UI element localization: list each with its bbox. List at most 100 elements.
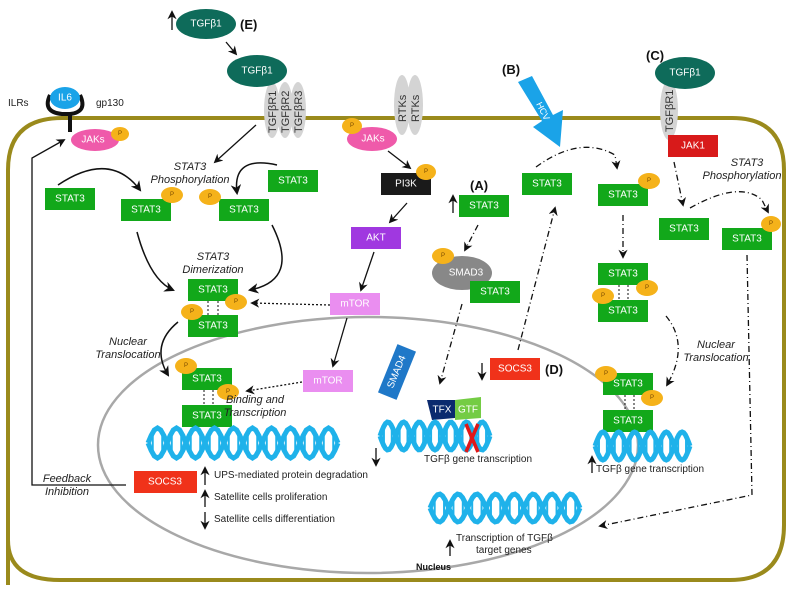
il6-ligand bbox=[50, 87, 80, 109]
dna-strand bbox=[145, 425, 341, 461]
stat3-c: STAT3 bbox=[659, 218, 709, 240]
stat3-dimer-b: STAT3 STAT3 P P bbox=[592, 263, 658, 322]
pi3k: PI3K P bbox=[381, 164, 436, 195]
nuclear-label-right-2: Translocation bbox=[683, 352, 748, 364]
tgfbr1-c: TGFβR1 bbox=[660, 80, 678, 140]
svg-text:TGFβR2: TGFβR2 bbox=[280, 91, 292, 133]
svg-text:TGFβ1: TGFβ1 bbox=[241, 66, 273, 77]
stat3-b-phosphorylated: STAT3 P bbox=[598, 173, 660, 206]
dna-target-genes bbox=[427, 491, 583, 525]
tag-e: (E) bbox=[240, 17, 257, 32]
ilrs-label: ILRs bbox=[8, 98, 29, 109]
svg-text:JAK1: JAK1 bbox=[681, 141, 705, 152]
jaks-rtk: JAKs P bbox=[342, 118, 397, 151]
svg-text:STAT3: STAT3 bbox=[532, 179, 562, 190]
nuclear-label-left-2: Translocation bbox=[95, 349, 160, 361]
phosphorylation-label-1: STAT3 bbox=[174, 161, 207, 173]
svg-text:TGFβR1: TGFβR1 bbox=[664, 90, 676, 132]
gtf: GTF bbox=[455, 397, 481, 420]
tag-a: (A) bbox=[470, 178, 488, 193]
mtor-nucleus: mTOR bbox=[303, 370, 353, 392]
svg-text:P: P bbox=[441, 253, 445, 259]
dna-strand bbox=[377, 419, 493, 453]
tgfb1-ligand-e-bound: TGFβ1 bbox=[227, 55, 287, 87]
phosphorylation-label-c-2: Phosphorylation bbox=[703, 170, 782, 182]
socs3-left: SOCS3 bbox=[134, 471, 197, 493]
svg-text:STAT3: STAT3 bbox=[608, 190, 638, 201]
svg-text:STAT3: STAT3 bbox=[229, 205, 259, 216]
stat3-unphosphorylated-left: STAT3 bbox=[45, 188, 95, 210]
phosphorylation-label-c-1: STAT3 bbox=[731, 157, 764, 169]
svg-text:P: P bbox=[170, 192, 174, 198]
svg-text:STAT3: STAT3 bbox=[608, 269, 638, 280]
svg-text:PI3K: PI3K bbox=[395, 179, 417, 190]
svg-text:STAT3: STAT3 bbox=[198, 285, 228, 296]
tag-c: (C) bbox=[646, 48, 664, 63]
dna-left bbox=[145, 425, 341, 461]
feedback-inhibition-line bbox=[31, 139, 126, 486]
svg-text:SMAD3: SMAD3 bbox=[449, 268, 484, 279]
svg-text:P: P bbox=[769, 221, 773, 227]
svg-text:P: P bbox=[184, 363, 188, 369]
jaks-left: JAKs P bbox=[71, 127, 129, 151]
stat3-phosphorylated-a: STAT3 P bbox=[121, 187, 183, 221]
smad3-stat3-complex: SMAD3 P STAT3 bbox=[432, 248, 520, 303]
svg-text:P: P bbox=[234, 299, 238, 305]
svg-text:mTOR: mTOR bbox=[340, 299, 369, 310]
jak1: JAK1 bbox=[668, 135, 718, 157]
svg-text:mTOR: mTOR bbox=[313, 376, 342, 387]
target-genes-label-1: Transcription of TGFβ bbox=[456, 533, 553, 544]
svg-text:P: P bbox=[645, 285, 649, 291]
dimerization-label-2: Dimerization bbox=[182, 264, 243, 276]
nuclear-label-left-1: Nuclear bbox=[109, 336, 148, 348]
stat3-b: STAT3 bbox=[522, 173, 572, 195]
svg-text:STAT3: STAT3 bbox=[608, 306, 638, 317]
svg-text:P: P bbox=[226, 389, 230, 395]
svg-text:P: P bbox=[190, 309, 194, 315]
svg-text:TFX: TFX bbox=[433, 405, 452, 416]
svg-text:STAT3: STAT3 bbox=[613, 379, 643, 390]
stat3-a: STAT3 bbox=[459, 195, 509, 217]
svg-text:TGFβ1: TGFβ1 bbox=[669, 68, 701, 79]
dna-strand bbox=[427, 491, 583, 525]
svg-text:P: P bbox=[350, 123, 354, 129]
hcv-arrow: HCV bbox=[518, 76, 563, 147]
svg-text:RTKs: RTKs bbox=[410, 94, 422, 122]
svg-text:JAKs: JAKs bbox=[81, 135, 104, 146]
nucleus-envelope bbox=[96, 315, 640, 575]
akt: AKT bbox=[351, 227, 401, 249]
ups-outcome: UPS-mediated protein degradation bbox=[214, 470, 368, 481]
proliferation-outcome: Satellite cells proliferation bbox=[214, 492, 327, 503]
smad4: SMAD4 bbox=[377, 344, 417, 400]
svg-text:STAT3: STAT3 bbox=[669, 224, 699, 235]
blocked-transcription-x-icon bbox=[464, 423, 480, 453]
tgfb1-ligand-e-free: TGFβ1 bbox=[176, 9, 236, 39]
svg-text:RTKs: RTKs bbox=[397, 94, 409, 122]
svg-text:P: P bbox=[650, 395, 654, 401]
svg-text:P: P bbox=[601, 293, 605, 299]
tgfb1-ligand-c: TGFβ1 bbox=[655, 57, 715, 89]
nuclear-label-right-1: Nuclear bbox=[697, 339, 736, 351]
stat3-dimer-cytoplasm: STAT3 STAT3 P P bbox=[181, 279, 247, 337]
svg-text:SOCS3: SOCS3 bbox=[498, 364, 532, 375]
svg-text:STAT3: STAT3 bbox=[55, 194, 85, 205]
svg-text:AKT: AKT bbox=[366, 233, 385, 244]
svg-text:TGFβ1: TGFβ1 bbox=[190, 19, 222, 30]
inhibition-label: Inhibition bbox=[45, 486, 89, 498]
stat3-c-phosphorylated: STAT3 P bbox=[722, 216, 781, 250]
target-genes-label-2: target genes bbox=[476, 545, 532, 556]
svg-text:STAT3: STAT3 bbox=[732, 234, 762, 245]
svg-text:STAT3: STAT3 bbox=[131, 205, 161, 216]
tfx: TFX bbox=[427, 400, 455, 420]
tgfb-transcription-down: TGFβ gene transcription bbox=[424, 454, 532, 465]
svg-text:STAT3: STAT3 bbox=[613, 416, 643, 427]
svg-text:STAT3: STAT3 bbox=[278, 176, 308, 187]
tgfb-transcription-up: TGFβ gene transcription bbox=[596, 464, 704, 475]
stat3-unphosphorylated-right: STAT3 bbox=[268, 170, 318, 192]
svg-text:STAT3: STAT3 bbox=[469, 201, 499, 212]
tag-d: (D) bbox=[545, 362, 563, 377]
mtor-cytoplasm: mTOR bbox=[330, 293, 380, 315]
dimerization-label-1: STAT3 bbox=[197, 251, 230, 263]
il6-receptor-complex: IL6 bbox=[45, 87, 85, 132]
